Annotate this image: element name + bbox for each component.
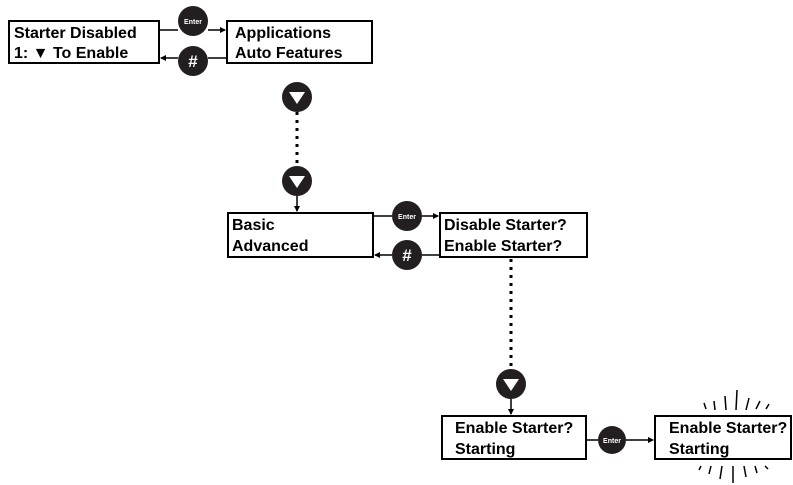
screen-line-1: Starter Disabled xyxy=(14,25,137,42)
hash-label: # xyxy=(402,246,412,265)
lcd-screen-enable-starting: Enable Starter? Starting xyxy=(441,415,587,460)
lcd-screen-starter-disabled: Starter Disabled 1: ▼ To Enable xyxy=(8,20,160,64)
lcd-screen-disable-enable: Disable Starter? Enable Starter? xyxy=(439,212,588,258)
lcd-screen-applications: Applications Auto Features xyxy=(226,20,373,64)
screen-line-2: Auto Features xyxy=(235,45,343,62)
screen-line-2: Enable Starter? xyxy=(444,238,562,255)
lcd-screen-basic-advanced: Basic Advanced xyxy=(227,212,374,258)
down-arrow-icon xyxy=(289,176,305,188)
enter-button[interactable]: Enter xyxy=(598,426,626,454)
screen-line-1: Applications xyxy=(235,25,331,42)
screen-line-2: Starting xyxy=(669,441,729,458)
enter-label: Enter xyxy=(398,214,416,221)
connector-lines xyxy=(159,27,654,443)
enter-button[interactable]: Enter xyxy=(178,6,208,36)
screen-line-2: 1: ▼ To Enable xyxy=(14,45,128,62)
screen-line-1: Basic xyxy=(232,217,275,234)
enter-label: Enter xyxy=(603,438,621,445)
down-arrow-button[interactable] xyxy=(496,369,526,399)
enter-label: Enter xyxy=(184,19,202,26)
down-arrow-icon xyxy=(289,92,305,104)
enter-button[interactable]: Enter xyxy=(392,201,422,231)
dotted-connectors xyxy=(295,112,513,370)
screen-line-1: Enable Starter? xyxy=(669,420,787,437)
screen-line-2: Advanced xyxy=(232,238,308,255)
back-button[interactable]: # xyxy=(392,240,422,270)
screen-line-2: Starting xyxy=(455,441,515,458)
hash-label: # xyxy=(188,52,198,71)
screen-line-1: Enable Starter? xyxy=(455,420,573,437)
back-button[interactable]: # xyxy=(178,46,208,76)
lcd-screen-enable-starting-flashing: Enable Starter? Starting xyxy=(654,415,792,460)
down-arrow-icon xyxy=(503,379,519,391)
down-arrow-button[interactable] xyxy=(282,82,312,112)
flash-rays-icon xyxy=(698,389,770,483)
screen-line-1: Disable Starter? xyxy=(444,217,567,234)
down-arrow-button[interactable] xyxy=(282,166,312,196)
